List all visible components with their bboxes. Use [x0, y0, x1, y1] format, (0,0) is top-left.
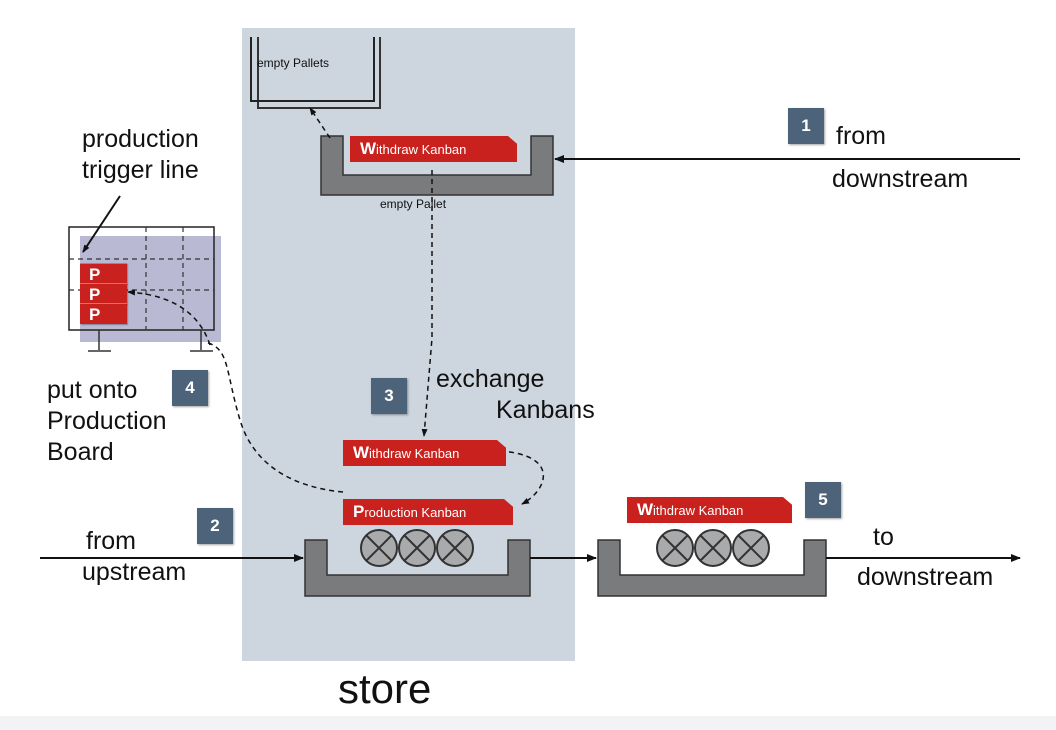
step-badge-5: 5	[805, 482, 841, 518]
kanban-exchange-arrow	[421, 170, 433, 437]
board-posting-arrow	[127, 289, 211, 346]
production-tag: P	[80, 303, 127, 324]
production-trigger-line-label: production trigger line	[82, 125, 199, 184]
production-kanban-card: Production Kanban	[343, 499, 513, 525]
empty-pallet-label: empty Pallet	[380, 197, 447, 211]
production-tag: P	[80, 263, 127, 284]
exchange-kanbans-label: exchange Kanbans	[436, 365, 595, 424]
step-badge-4: 4	[172, 370, 208, 406]
to-production-board-arrow	[204, 341, 344, 493]
step-badge-2: 2	[197, 508, 233, 544]
top-container	[320, 135, 554, 196]
to-downstream-label: to downstream	[857, 523, 994, 591]
kanban-swap-arrow	[499, 450, 544, 505]
pallet-return-arrow	[309, 107, 331, 139]
production-tag: P	[80, 283, 127, 304]
outbound-container	[597, 539, 827, 597]
outbound-parts	[656, 529, 770, 567]
step-badge-3: 3	[371, 378, 407, 414]
store-parts	[360, 529, 474, 567]
store-container	[304, 539, 531, 597]
withdraw-kanban-card: Withdraw Kanban	[627, 497, 792, 523]
withdraw-kanban-card: Withdraw Kanban	[350, 136, 517, 162]
footer-strip	[0, 716, 1056, 730]
withdraw-kanban-card: Withdraw Kanban	[343, 440, 506, 466]
empty-pallets-bin	[257, 37, 381, 109]
put-onto-production-board-label: put onto Production Board	[47, 376, 167, 466]
from-downstream-label: from downstream	[832, 122, 969, 193]
step-badge-1: 1	[788, 108, 824, 144]
from-upstream-label: from upstream	[82, 527, 187, 586]
store-label: store	[338, 665, 432, 712]
trigger-line-pointer	[82, 195, 121, 253]
empty-pallets-label: empty Pallets	[257, 56, 330, 70]
